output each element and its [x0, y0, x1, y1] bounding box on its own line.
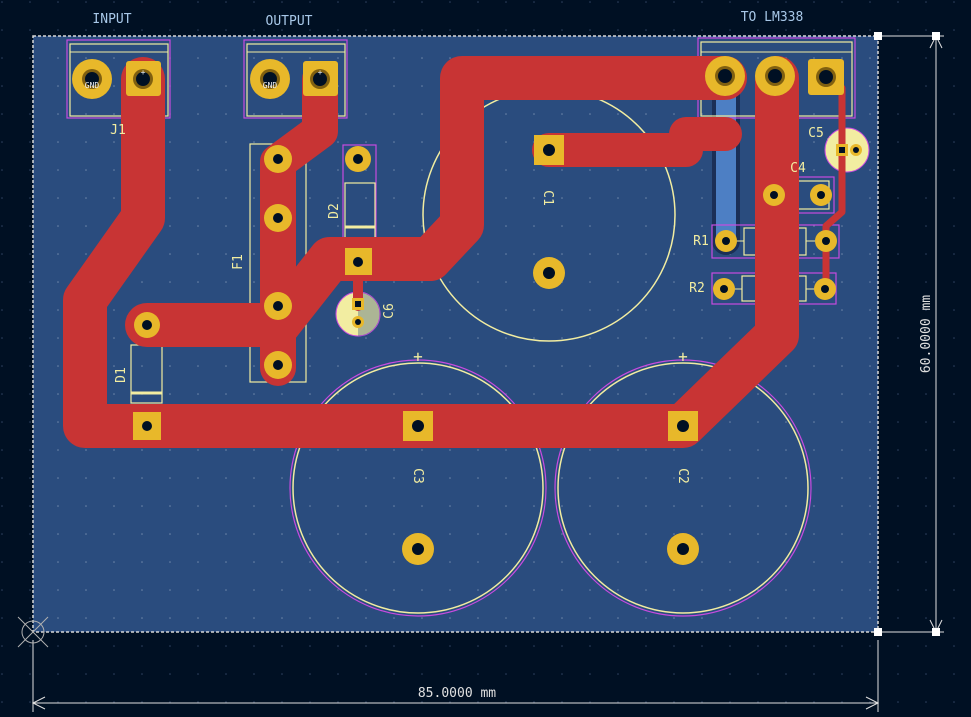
f1-designator: F1	[231, 254, 246, 270]
c3-courtyard	[289, 359, 547, 617]
output-pad-2[interactable]	[303, 61, 338, 96]
pads	[72, 56, 862, 565]
c6-designator: C6	[382, 303, 397, 319]
origin-crosshair-icon	[17, 616, 49, 648]
ground-trace[interactable]	[63, 56, 799, 448]
output-pad-1[interactable]	[250, 59, 290, 99]
output-outline	[246, 43, 346, 117]
j1-pin-plus-label: +	[141, 68, 146, 77]
c6-pad-2[interactable]	[352, 316, 364, 328]
c2-pad-1[interactable]	[668, 411, 698, 441]
output-courtyard	[243, 39, 348, 119]
designators: J1 F1 D1 D2 C1 C3 C2 C4 C5 C6 R1 R2	[110, 123, 824, 484]
j1-designator: J1	[110, 123, 126, 138]
c1-pad-2[interactable]	[533, 257, 565, 289]
board-edge[interactable]	[32, 35, 879, 633]
j1-courtyard	[66, 39, 171, 119]
c5-pad-1[interactable]	[836, 144, 848, 156]
output-pin-plus-label: +	[318, 68, 323, 77]
j1-pad-2[interactable]	[126, 61, 161, 96]
c4-pad-1[interactable]	[763, 184, 785, 206]
c2-courtyard	[554, 359, 812, 617]
c3-outline	[292, 362, 544, 614]
f1-pad-4[interactable]	[264, 351, 292, 379]
dimension-horizontal[interactable]	[31, 640, 880, 712]
output-pin-gnd-label: GND	[263, 81, 278, 90]
d1-designator: D1	[114, 367, 129, 383]
c4-designator: C4	[790, 161, 806, 176]
c1-pad-1[interactable]	[534, 135, 564, 165]
d1-pad-2[interactable]	[133, 412, 161, 440]
handle-bottom-right[interactable]	[874, 628, 882, 636]
c3-pad-2[interactable]	[402, 533, 434, 565]
output-label: OUTPUT	[266, 14, 313, 29]
c4-pad-2[interactable]	[810, 184, 832, 206]
c6-pad-1[interactable]	[352, 298, 364, 310]
d1-pad-1[interactable]	[134, 312, 160, 338]
output-trace[interactable]	[260, 61, 338, 386]
j1-pin-gnd-label: GND	[85, 81, 100, 90]
f1-pad-2[interactable]	[264, 204, 292, 232]
c1-trace[interactable]	[532, 117, 742, 167]
dimension-width-text: 85.0000 mm	[418, 686, 496, 701]
c1-designator: C1	[540, 190, 555, 206]
r2-designator: R2	[689, 281, 705, 296]
c2-designator: C2	[675, 468, 690, 484]
r1-pad-2[interactable]	[815, 230, 837, 252]
lm338-pad-1[interactable]	[705, 56, 745, 96]
handle-top-right[interactable]	[874, 32, 882, 40]
r1-designator: R1	[693, 234, 709, 249]
f1-pad-1[interactable]	[264, 145, 292, 173]
d2-designator: D2	[327, 203, 342, 219]
r2-pad-2[interactable]	[814, 278, 836, 300]
c5-pad-2[interactable]	[850, 144, 862, 156]
top-copper-layer	[63, 56, 846, 448]
handle-dim-top[interactable]	[932, 32, 940, 40]
lm338-label: TO LM338	[741, 10, 804, 25]
dimension-height-text: 60.0000 mm	[919, 295, 934, 373]
c2-pad-2[interactable]	[667, 533, 699, 565]
r2-pad-1[interactable]	[713, 278, 735, 300]
pin-labels: GND + GND +	[85, 68, 323, 90]
c5-polarity-mark: +	[827, 134, 833, 145]
r1-pad-1[interactable]	[715, 230, 737, 252]
c2-outline	[557, 362, 809, 614]
lm338-pad-3[interactable]	[808, 59, 844, 95]
d2-pad-1[interactable]	[345, 146, 371, 172]
input-label: INPUT	[92, 12, 131, 27]
c3-pad-1[interactable]	[403, 411, 433, 441]
c3-polarity-mark: +	[413, 347, 423, 366]
f1-pad-3[interactable]	[264, 292, 292, 320]
handle-dim-bottom[interactable]	[932, 628, 940, 636]
j1-pad-1[interactable]	[72, 59, 112, 99]
c3-designator: C3	[410, 468, 425, 484]
lm338-pad-2[interactable]	[755, 56, 795, 96]
j1-outline	[69, 43, 169, 117]
polarity-marks: + + +	[413, 134, 833, 366]
selection-handles[interactable]	[874, 32, 940, 636]
d2-pad-2[interactable]	[345, 248, 372, 275]
c2-polarity-mark: +	[678, 347, 688, 366]
fab-labels: INPUT OUTPUT TO LM338	[92, 10, 803, 29]
c5-designator: C5	[808, 126, 824, 141]
